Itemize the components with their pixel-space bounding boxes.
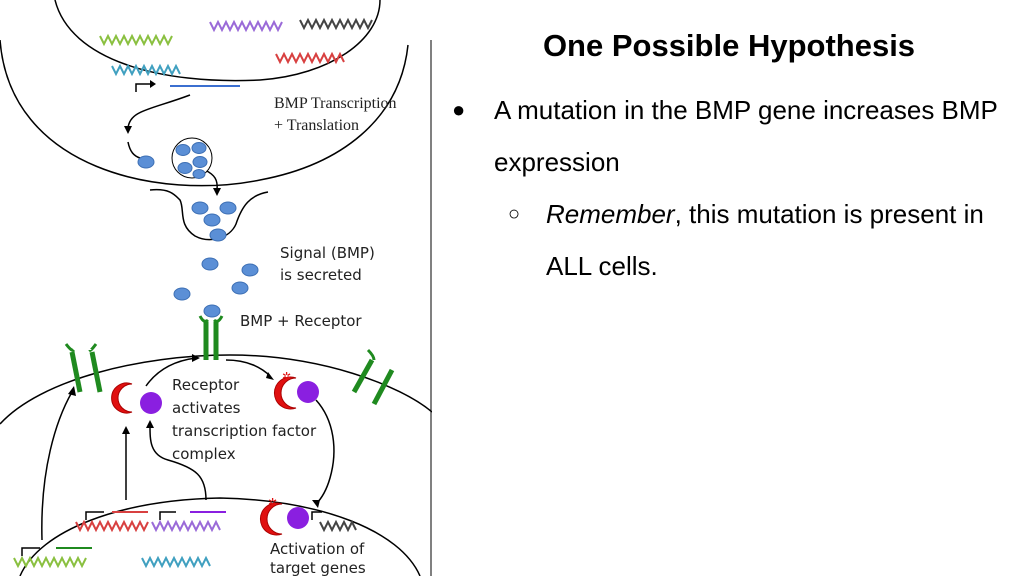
promoter-arrows-bottom (21, 511, 322, 556)
upper-cell-membrane (0, 39, 409, 187)
lower-cell-membrane (0, 354, 432, 425)
bmp-signaling-diagram: ✲ ✲ BMP Transcription + (0, 0, 432, 576)
vesicle-arrow (204, 169, 218, 191)
secretion-vesicle-membrane (149, 188, 269, 241)
promoter-arrow-top (135, 83, 150, 92)
sub-bullet-emphasis: Remember (546, 199, 675, 229)
transcription-factor-bound: ✲ (260, 497, 309, 536)
transcription-factor-active: ✲ (274, 371, 319, 410)
label-activation-1: Activation of (270, 540, 365, 558)
label-transcription-2: + Translation (274, 117, 359, 134)
bmp-proteins (137, 137, 259, 318)
pathway-arrows (41, 357, 335, 541)
svg-text:✲: ✲ (282, 371, 291, 383)
svg-text:✲: ✲ (268, 497, 277, 509)
translation-arrow (127, 94, 191, 129)
sub-bullet-text: , this mutation is present in ALL cells. (546, 199, 984, 281)
nucleus-upper-membrane (54, 0, 381, 82)
dna-strands-top (99, 17, 373, 77)
bullet-dot-icon: ● (452, 97, 466, 122)
slide-title: One Possible Hypothesis (542, 28, 916, 63)
label-transcription-1: BMP Transcription (274, 95, 397, 112)
sub-bullet-item: ○ Remember, this mutation is present in … (446, 188, 1016, 292)
label-signal-2: is secreted (280, 266, 362, 284)
nucleus-lower-membrane (19, 497, 421, 576)
transcription-factor-inactive (111, 382, 162, 414)
label-activation-2: target genes (270, 559, 366, 576)
bullet-item: ● A mutation in the BMP gene increases B… (446, 84, 1016, 188)
label-activates-2: activates (172, 399, 241, 417)
bullet-list: ● A mutation in the BMP gene increases B… (446, 84, 1016, 292)
label-activates-4: complex (172, 445, 236, 463)
label-signal-1: Signal (BMP) (280, 244, 375, 262)
bullet-text: A mutation in the BMP gene increases BMP… (494, 95, 998, 177)
bmp-receptors (64, 315, 395, 406)
label-activates-3: transcription factor (172, 422, 317, 440)
label-receptor: BMP + Receptor (240, 312, 362, 330)
label-activates-1: Receptor (172, 376, 240, 394)
sub-bullet-circle-icon: ○ (508, 203, 521, 225)
dna-strands-bottom (13, 519, 357, 569)
